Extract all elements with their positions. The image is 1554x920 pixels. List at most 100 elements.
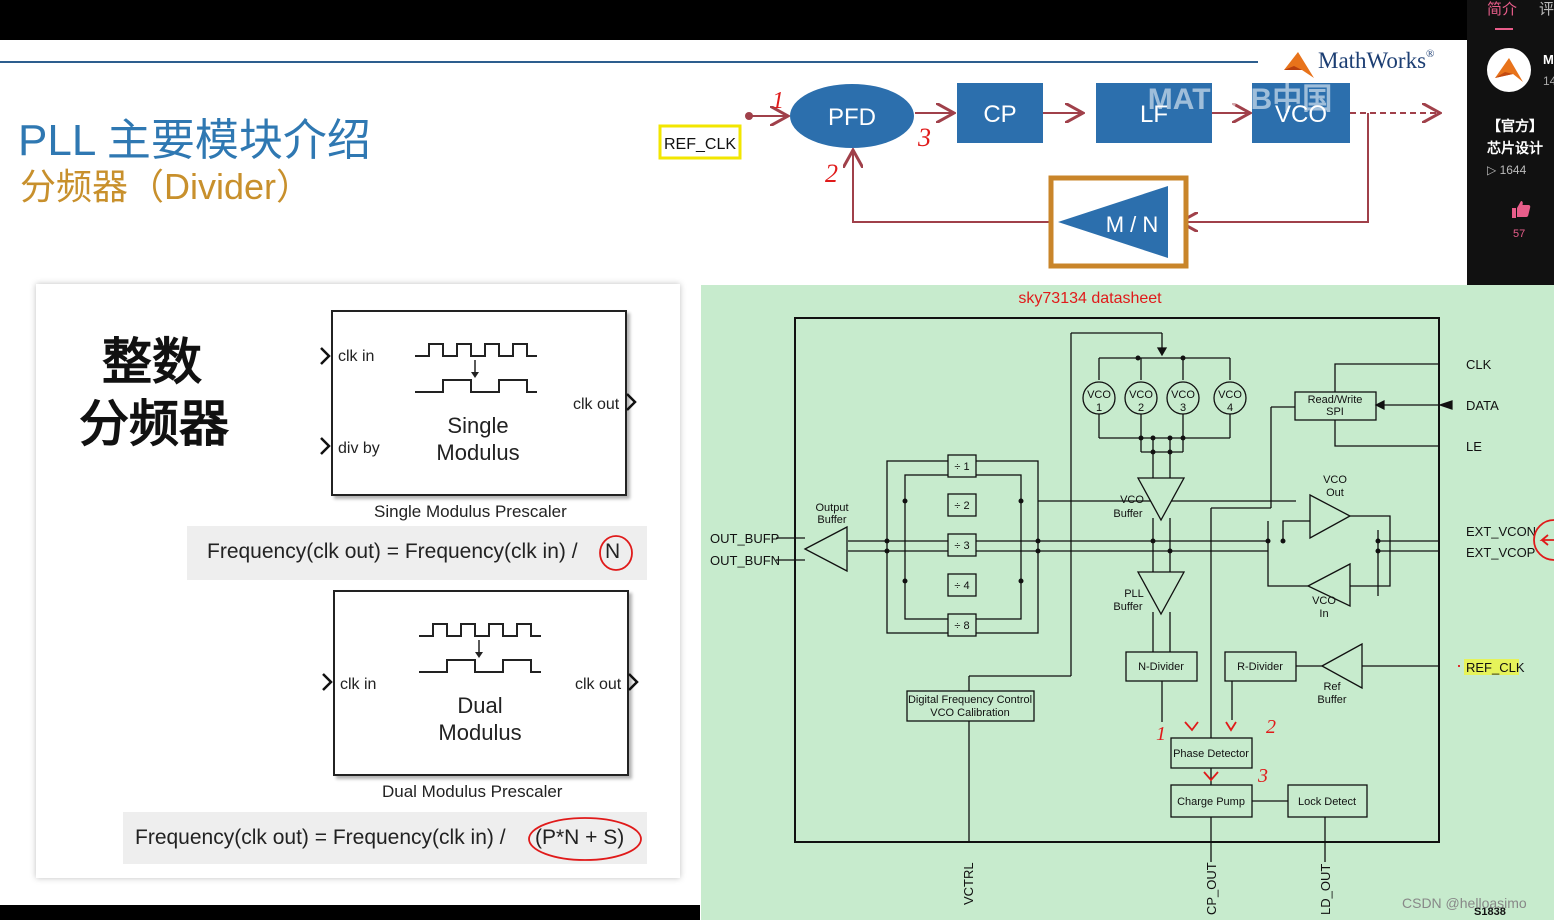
output-buffer-label-1: Output	[815, 502, 848, 514]
mathworks-logo-icon	[1284, 52, 1314, 78]
matlab-logo-icon	[1495, 58, 1523, 82]
ref-clk-label: REF_CLK	[664, 136, 736, 153]
sky73134-block-diagram: sky73134 datasheet	[710, 290, 1554, 918]
vco-2-num: 2	[1138, 402, 1144, 414]
dual-name-line1: Dual	[457, 693, 503, 718]
ld-out-pin: LD_OUT	[1318, 864, 1333, 915]
data-pin: DATA	[1466, 398, 1499, 413]
ref-clk-box	[658, 124, 742, 160]
ds-annotation-2: 2	[1266, 716, 1276, 738]
red-circle-annotation	[599, 535, 633, 571]
view-count: ▷ 1644	[1487, 163, 1526, 177]
vco-block	[1252, 83, 1350, 143]
tab-intro[interactable]: 简介	[1487, 1, 1518, 18]
video-bottom-bar	[0, 905, 700, 920]
vco-buffer-label-2: Buffer	[1113, 508, 1142, 520]
single-clk-in-label: clk in	[338, 348, 375, 365]
out-bufp-pin: OUT_BUFP	[710, 531, 779, 546]
view-count-value: 1644	[1499, 163, 1527, 177]
dual-caption: Dual Modulus Prescaler	[382, 782, 563, 801]
r-divider-label: R-Divider	[1237, 661, 1283, 673]
vco-label: VCO	[1275, 101, 1327, 128]
div-1-label: ÷ 1	[954, 461, 969, 473]
page-title: PLL 主要模块介绍	[18, 116, 371, 165]
ref-clk-pin: REF_CLK	[1466, 660, 1525, 675]
video-sidebar: 简介 评 M 14 【官方】 芯片设计 ▷ 1644 57	[1467, 0, 1554, 285]
video-title-line2: 芯片设计	[1487, 140, 1543, 156]
single-block-name: Single Modulus	[403, 412, 553, 466]
out-bufn-pin: OUT_BUFN	[710, 553, 780, 568]
lf-block	[1096, 83, 1212, 143]
ref-buffer-label-2: Buffer	[1317, 694, 1346, 706]
vco-in-label-2: In	[1319, 608, 1328, 620]
pfd-label: PFD	[828, 104, 876, 131]
lock-detect-label: Lock Detect	[1298, 796, 1356, 808]
vco-1-label: VCO	[1087, 389, 1111, 401]
dual-formula-text: Frequency(clk out) = Frequency(clk in) /	[135, 826, 506, 849]
charge-pump-label: Charge Pump	[1177, 796, 1245, 808]
single-modulus-block: clk in div by clk out Single Modulus	[331, 310, 627, 496]
divider-triangle	[1058, 186, 1168, 258]
csdn-watermark: CSDN @helloasimo	[1402, 895, 1527, 911]
phase-detector-label: Phase Detector	[1173, 748, 1249, 760]
annotation-2: 2	[825, 159, 838, 188]
single-input-ports	[320, 347, 331, 455]
panel-heading-line2: 分频器	[79, 396, 229, 452]
div-4-label: ÷ 4	[954, 580, 969, 592]
single-formula: Frequency(clk out) = Frequency(clk in) /…	[187, 526, 647, 580]
annotation-3: 3	[917, 123, 931, 152]
dual-formula-psn: (P*N + S)	[535, 826, 625, 849]
mathworks-brand: MathWorks®	[1318, 48, 1434, 74]
tab-comments[interactable]: 评	[1539, 1, 1554, 18]
cp-block	[957, 83, 1043, 143]
panel-heading-line1: 整数	[102, 334, 202, 390]
spi-label-2: SPI	[1326, 406, 1344, 418]
n-divider-label: N-Divider	[1138, 661, 1184, 673]
single-div-by-label: div by	[338, 440, 380, 457]
dual-name-line2: Modulus	[438, 720, 522, 745]
avatar[interactable]	[1487, 48, 1531, 92]
div-8-label: ÷ 8	[954, 620, 969, 632]
vco-4-label: VCO	[1218, 389, 1242, 401]
cp-label: CP	[983, 101, 1016, 128]
video-title-line1: 【官方】	[1487, 118, 1543, 134]
like-icon[interactable]	[1509, 198, 1531, 220]
vco-1-num: 1	[1096, 402, 1102, 414]
video-title[interactable]: 【官方】 芯片设计	[1487, 115, 1543, 159]
single-formula-n: N	[605, 540, 621, 563]
vco-in-label-1: VCO	[1312, 595, 1336, 607]
vco-3-num: 3	[1180, 402, 1186, 414]
vco-2-label: VCO	[1129, 389, 1153, 401]
div-3-label: ÷ 3	[954, 540, 969, 552]
vco-out-label-2: Out	[1326, 487, 1344, 499]
vco-4-num: 4	[1227, 402, 1233, 414]
pll-block-diagram: REF_CLK PFD CP LF VCO M / N MATLAB中国 1 2…	[658, 83, 1460, 269]
single-name-line1: Single	[447, 413, 509, 438]
lf-label: LF	[1140, 101, 1168, 128]
spi-label-1: Read/Write	[1308, 394, 1363, 406]
divider-label: M / N	[1106, 212, 1159, 237]
ds-annotation-3: 3	[1257, 765, 1268, 787]
single-formula-text: Frequency(clk out) = Frequency(clk in) /	[207, 540, 578, 563]
le-pin: LE	[1466, 439, 1482, 454]
pfd-block	[790, 84, 914, 148]
vco-out-label-1: VCO	[1323, 474, 1347, 486]
dual-input-port	[322, 673, 333, 691]
author-followers: 14	[1543, 74, 1554, 88]
author-name[interactable]: M	[1543, 52, 1554, 67]
ext-vcon-pin: EXT_VCON	[1466, 524, 1536, 539]
dfc-label-2: VCO Calibration	[930, 707, 1009, 719]
single-caption: Single Modulus Prescaler	[374, 502, 567, 521]
annotation-1: 1	[772, 88, 784, 114]
vctrl-pin: VCTRL	[961, 862, 976, 905]
pll-buffer-label-2: Buffer	[1113, 601, 1142, 613]
pll-buffer-label-1: PLL	[1124, 588, 1144, 600]
video-top-bar	[0, 0, 1467, 40]
div-2-label: ÷ 2	[954, 500, 969, 512]
figure-id: S1838	[1474, 906, 1506, 918]
dual-clk-in-label: clk in	[340, 676, 377, 693]
output-buffer-label-2: Buffer	[817, 514, 846, 526]
matlab-watermark: MATLAB中国	[1148, 83, 1332, 116]
single-name-line2: Modulus	[436, 440, 520, 465]
brand-name: MathWorks	[1318, 48, 1427, 73]
